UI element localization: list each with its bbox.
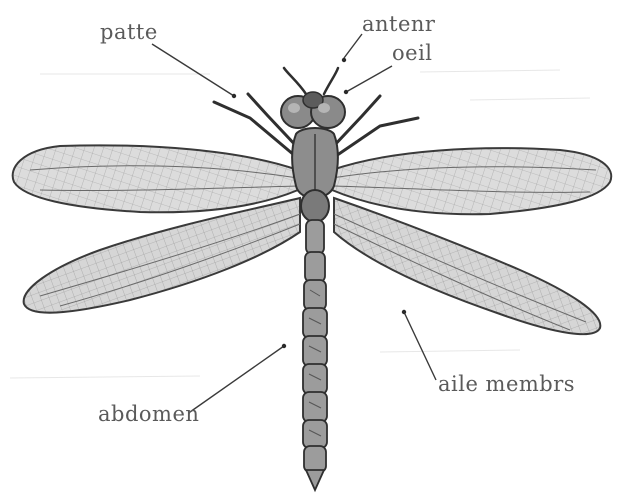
head (281, 92, 345, 128)
leader-patte (152, 44, 234, 96)
leader-aile (404, 312, 436, 380)
forewing-left (13, 145, 298, 212)
forewing-right (332, 148, 611, 214)
label-oeil: oeil (392, 43, 433, 64)
antennae (284, 68, 338, 94)
label-antenne: antenr (362, 14, 435, 35)
abdomen (303, 220, 327, 490)
label-abdomen: abdomen (98, 404, 199, 425)
leader-antenne (344, 34, 362, 58)
leader-oeil (346, 66, 392, 92)
label-patte: patte (100, 22, 158, 43)
label-aile-membraneuse: aile membrs (438, 374, 575, 395)
leader-abdomen (190, 346, 284, 412)
hindwing-right (334, 198, 600, 334)
hindwing-left (24, 198, 300, 313)
